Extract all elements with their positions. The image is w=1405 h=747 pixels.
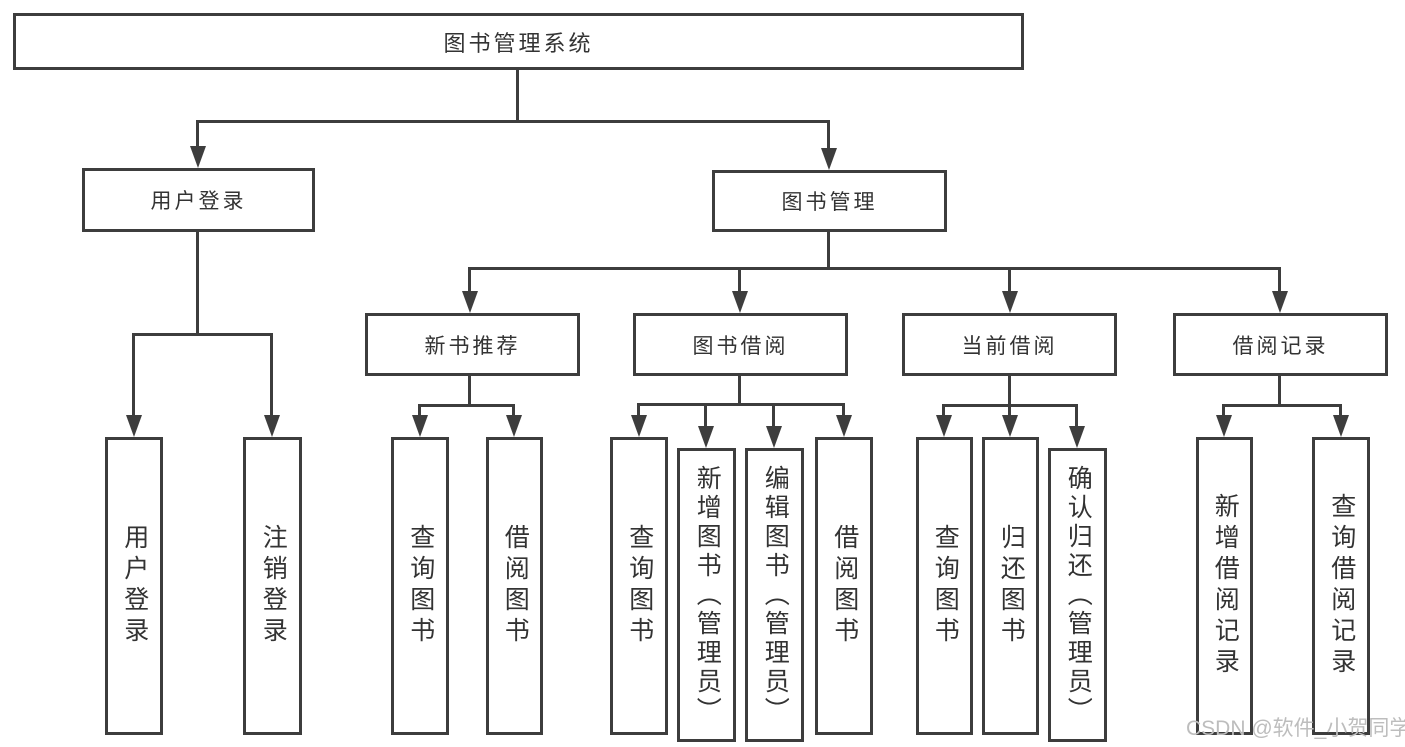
arrow-down-icon — [1333, 415, 1349, 437]
arrow-down-icon — [190, 146, 206, 168]
leaf-label: 归还图书 — [997, 524, 1026, 648]
leaf-query-borrow-record: 查询借阅记录 — [1312, 437, 1370, 735]
csdn-watermark: CSDN @软件_小贺同学 — [1186, 717, 1405, 740]
node-library-management-system: 图书管理系统 — [13, 13, 1024, 70]
node-label: 图书管理 — [781, 191, 878, 214]
leaf-label: 借阅图书 — [501, 524, 530, 648]
leaf-borrow-books: 借阅图书 — [815, 437, 873, 735]
connector-line — [1278, 376, 1281, 406]
arrow-down-icon — [698, 426, 714, 448]
arrow-down-icon — [462, 291, 478, 313]
node-user-login: 用户登录 — [82, 168, 315, 232]
node-book-management: 图书管理 — [712, 170, 947, 232]
arrow-down-icon — [126, 415, 142, 437]
leaf-query-books: 查询图书 — [391, 437, 449, 735]
node-new-book-recommend: 新书推荐 — [365, 313, 580, 376]
connector-line — [516, 70, 519, 122]
arrow-down-icon — [631, 415, 647, 437]
node-current-borrow: 当前借阅 — [902, 313, 1117, 376]
arrow-down-icon — [1069, 426, 1085, 448]
arrow-down-icon — [506, 415, 522, 437]
leaf-label: 查询借阅记录 — [1327, 493, 1356, 679]
connector-line — [196, 120, 830, 123]
arrow-down-icon — [766, 426, 782, 448]
connector-line — [1222, 406, 1225, 415]
connector-line — [1075, 405, 1078, 426]
connector-line — [827, 122, 830, 148]
leaf-query-books: 查询图书 — [916, 437, 973, 735]
connector-line — [637, 403, 845, 406]
leaf-logout: 注销登录 — [243, 437, 302, 735]
connector-line — [196, 122, 199, 146]
leaf-label: 查询图书 — [931, 524, 960, 648]
arrow-down-icon — [732, 291, 748, 313]
connector-line — [468, 269, 471, 291]
leaf-query-books: 查询图书 — [610, 437, 668, 735]
connector-line — [942, 404, 1078, 407]
node-label: 新书推荐 — [424, 334, 521, 358]
node-label: 用户登录 — [150, 190, 247, 213]
node-label: 图书借阅 — [692, 334, 789, 358]
connector-line — [418, 406, 421, 415]
connector-line — [1008, 406, 1011, 415]
connector-line — [704, 405, 707, 426]
connector-line — [738, 376, 741, 405]
arrow-down-icon — [821, 148, 837, 170]
connector-line — [468, 376, 471, 406]
node-label: 当前借阅 — [961, 334, 1058, 358]
leaf-add-books-admin: 新增图书（管理员） — [677, 448, 736, 742]
leaf-return-books: 归还图书 — [982, 437, 1039, 735]
leaf-label: 新增图书（管理员） — [693, 464, 722, 726]
arrow-down-icon — [264, 415, 280, 437]
leaf-label: 用户登录 — [120, 524, 149, 648]
connector-line — [196, 232, 199, 335]
leaf-label: 借阅图书 — [830, 524, 859, 648]
connector-line — [1278, 269, 1281, 291]
connector-line — [270, 335, 273, 415]
leaf-borrow-books: 借阅图书 — [486, 437, 543, 735]
connector-line — [738, 269, 741, 291]
node-book-borrow: 图书借阅 — [633, 313, 848, 376]
arrow-down-icon — [936, 415, 952, 437]
arrow-down-icon — [1002, 415, 1018, 437]
connector-line — [468, 267, 1281, 270]
leaf-label: 新增借阅记录 — [1211, 493, 1240, 679]
node-label: 图书管理系统 — [443, 30, 594, 56]
connector-line — [418, 404, 515, 407]
connector-line — [132, 333, 273, 336]
connector-line — [132, 335, 135, 415]
connector-line — [1008, 269, 1011, 291]
leaf-user-login: 用户登录 — [105, 437, 163, 735]
connector-line — [512, 406, 515, 415]
connector-line — [1339, 406, 1342, 415]
leaf-label: 查询图书 — [625, 524, 654, 648]
connector-line — [842, 405, 845, 415]
leaf-add-borrow-record: 新增借阅记录 — [1196, 437, 1253, 735]
connector-line — [637, 405, 640, 415]
leaf-label: 编辑图书（管理员） — [761, 464, 790, 726]
connector-line — [1222, 404, 1342, 407]
arrow-down-icon — [836, 415, 852, 437]
leaf-label: 注销登录 — [259, 524, 288, 648]
connector-line — [942, 406, 945, 415]
arrow-down-icon — [1272, 291, 1288, 313]
arrow-down-icon — [1002, 291, 1018, 313]
node-borrow-records: 借阅记录 — [1173, 313, 1388, 376]
connector-line — [1008, 376, 1011, 406]
leaf-label: 确认归还（管理员） — [1064, 464, 1093, 726]
connector-line — [827, 232, 830, 269]
leaf-confirm-return-admin: 确认归还（管理员） — [1048, 448, 1107, 742]
arrow-down-icon — [1216, 415, 1232, 437]
leaf-label: 查询图书 — [406, 524, 435, 648]
connector-line — [772, 405, 775, 426]
node-label: 借阅记录 — [1232, 334, 1329, 358]
arrow-down-icon — [412, 415, 428, 437]
leaf-edit-books-admin: 编辑图书（管理员） — [745, 448, 804, 742]
